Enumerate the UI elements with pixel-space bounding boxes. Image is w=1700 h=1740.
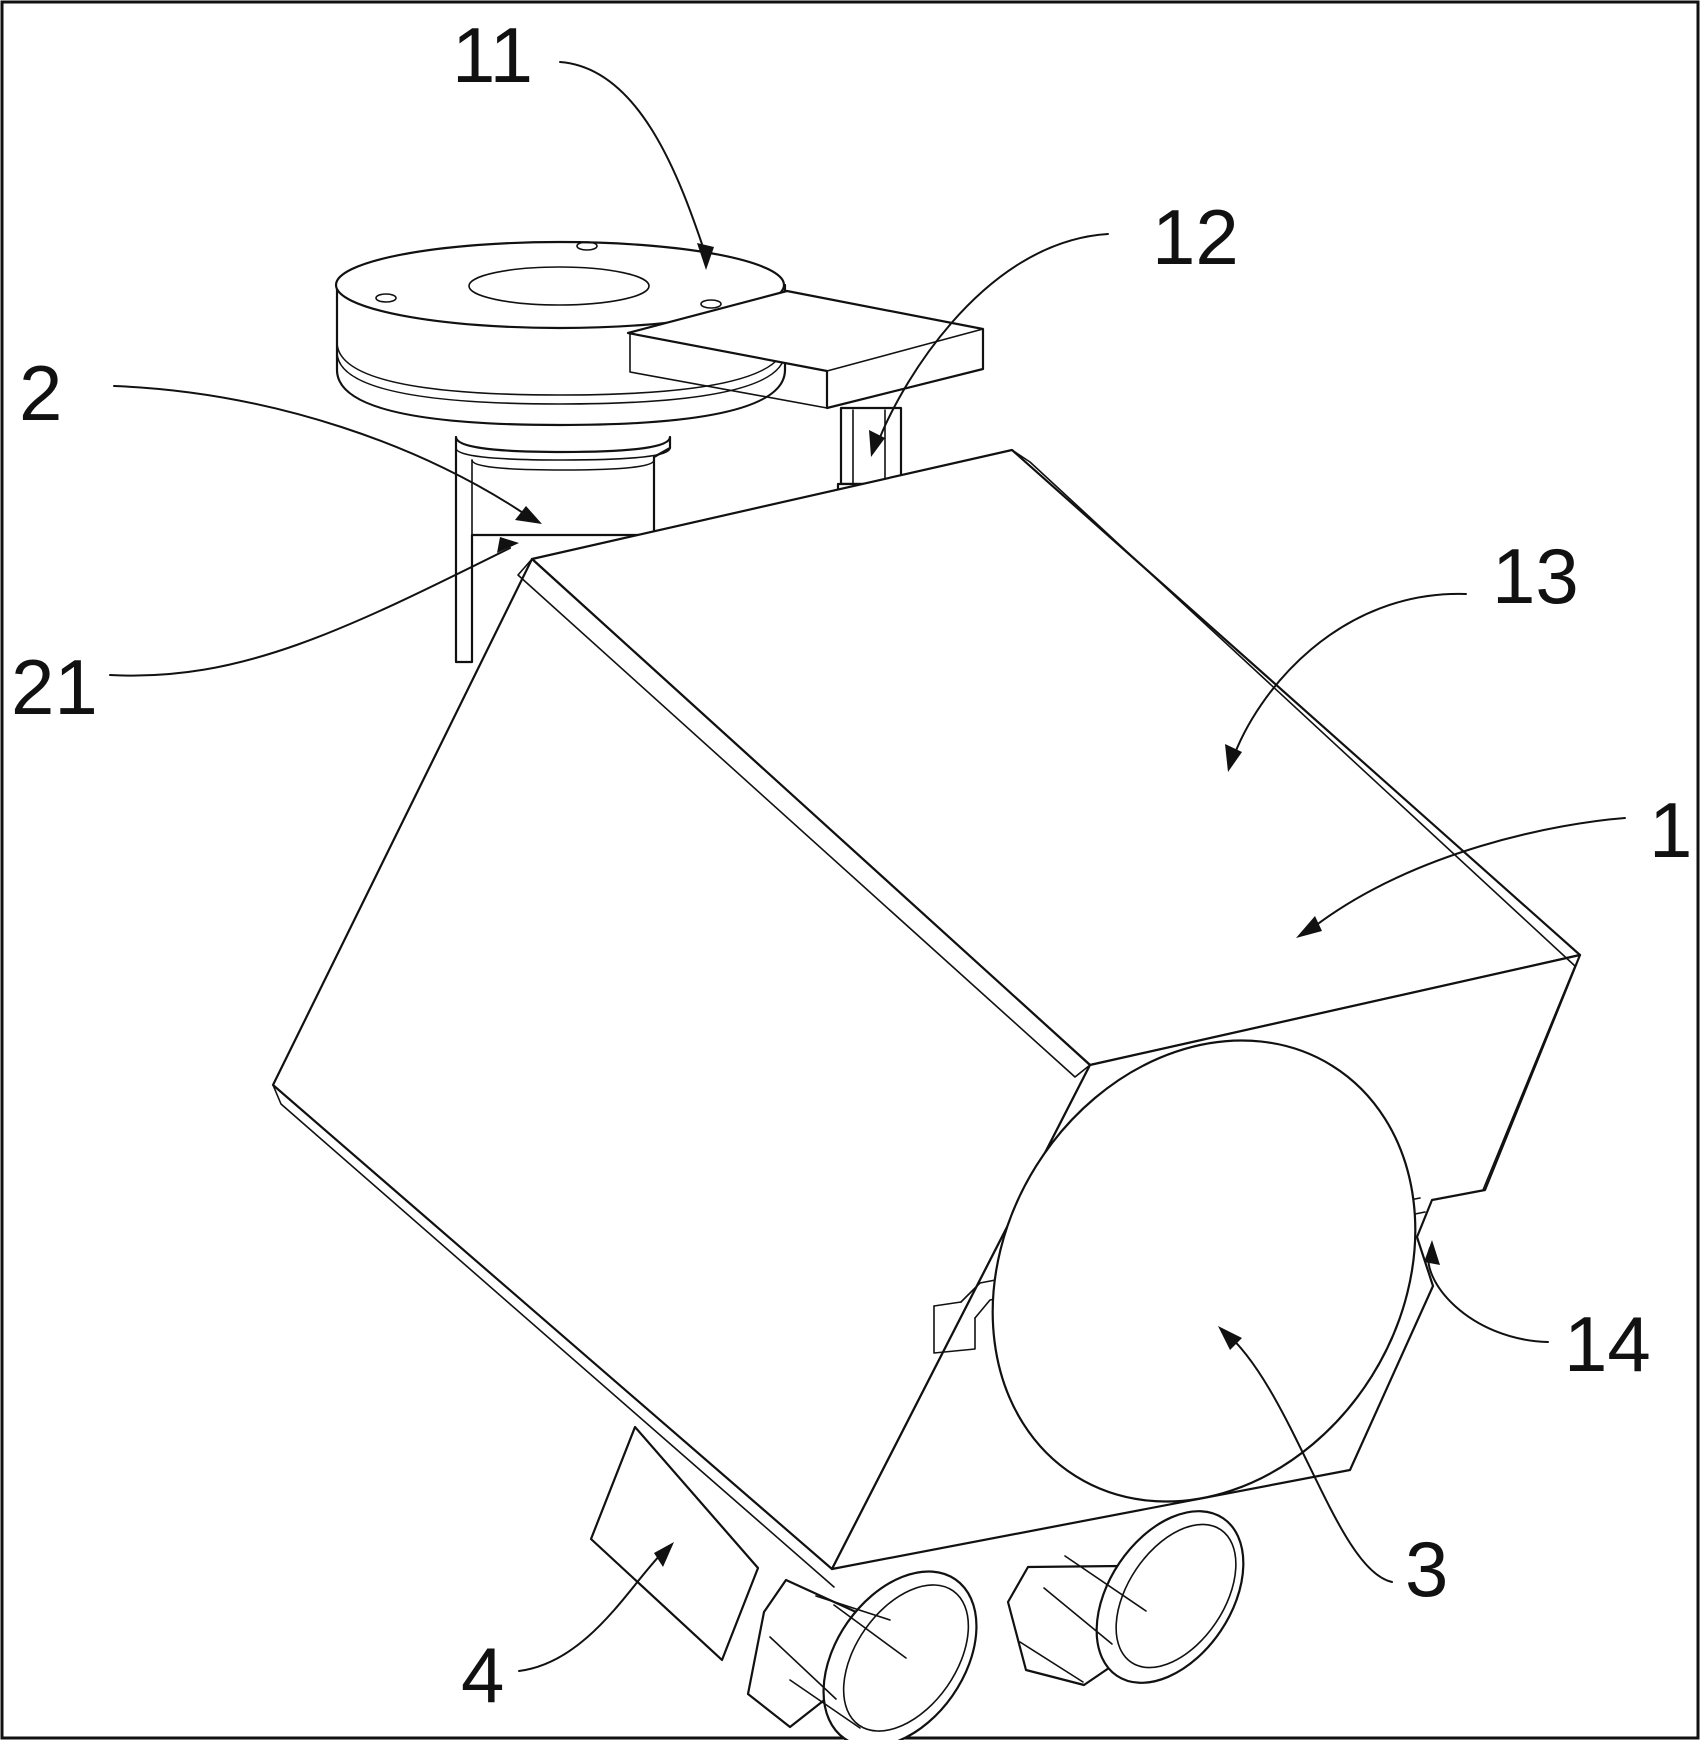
wheel-left (746, 1570, 978, 1740)
label-11: 11 (452, 11, 533, 99)
leader-1 (1296, 817, 1626, 938)
wheel-right (1006, 1510, 1245, 1687)
label-12: 12 (1152, 193, 1239, 281)
label-3: 3 (1405, 1525, 1448, 1613)
label-14: 14 (1564, 1300, 1651, 1388)
label-4: 4 (461, 1631, 504, 1719)
label-2: 2 (19, 349, 62, 437)
leader-3 (1218, 1326, 1393, 1583)
label-21: 21 (11, 643, 98, 731)
leader-11 (559, 61, 714, 270)
leader-4 (518, 1542, 674, 1672)
label-1: 1 (1649, 786, 1692, 874)
lower-box (589, 1425, 760, 1662)
leader-13 (1225, 592, 1467, 772)
leader-2 (113, 385, 542, 524)
top-rotating-mount (334, 240, 985, 427)
leader-12 (869, 233, 1109, 457)
leader-21 (109, 537, 519, 677)
main-housing (271, 448, 1582, 1588)
support-column (454, 435, 672, 664)
leader-14 (1424, 1240, 1549, 1343)
label-13: 13 (1492, 532, 1579, 620)
